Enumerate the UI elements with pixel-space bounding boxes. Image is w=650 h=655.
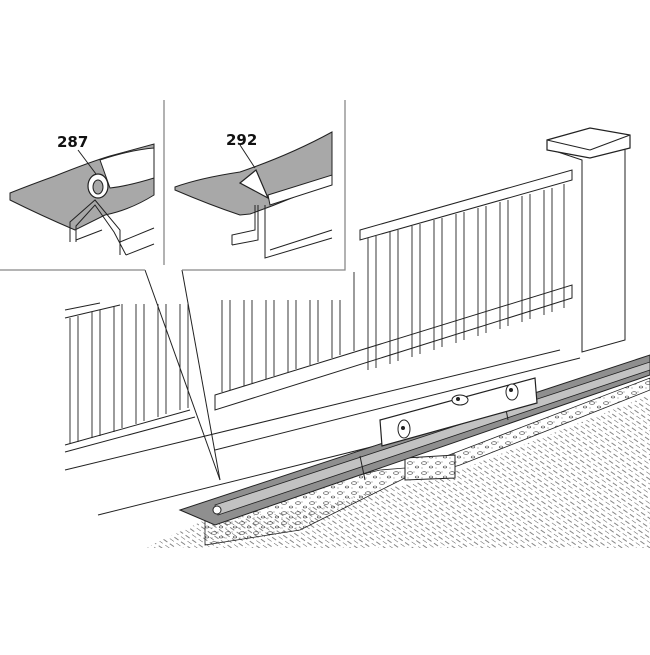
- spirit-level: [379, 377, 538, 447]
- inset-frame: [0, 100, 346, 271]
- inset-right-seal-292: [174, 131, 333, 259]
- callout-label-292: 292: [226, 131, 258, 149]
- callout-label-287: 287: [57, 133, 89, 151]
- inset-left-seal-287: [9, 143, 155, 256]
- callout-pointers: [144, 269, 221, 481]
- gate-railing-right: [214, 169, 573, 411]
- pillar: [546, 127, 631, 353]
- soil-ground: [145, 395, 650, 548]
- gate-railing-left: [64, 302, 196, 453]
- concrete-base: [204, 377, 650, 546]
